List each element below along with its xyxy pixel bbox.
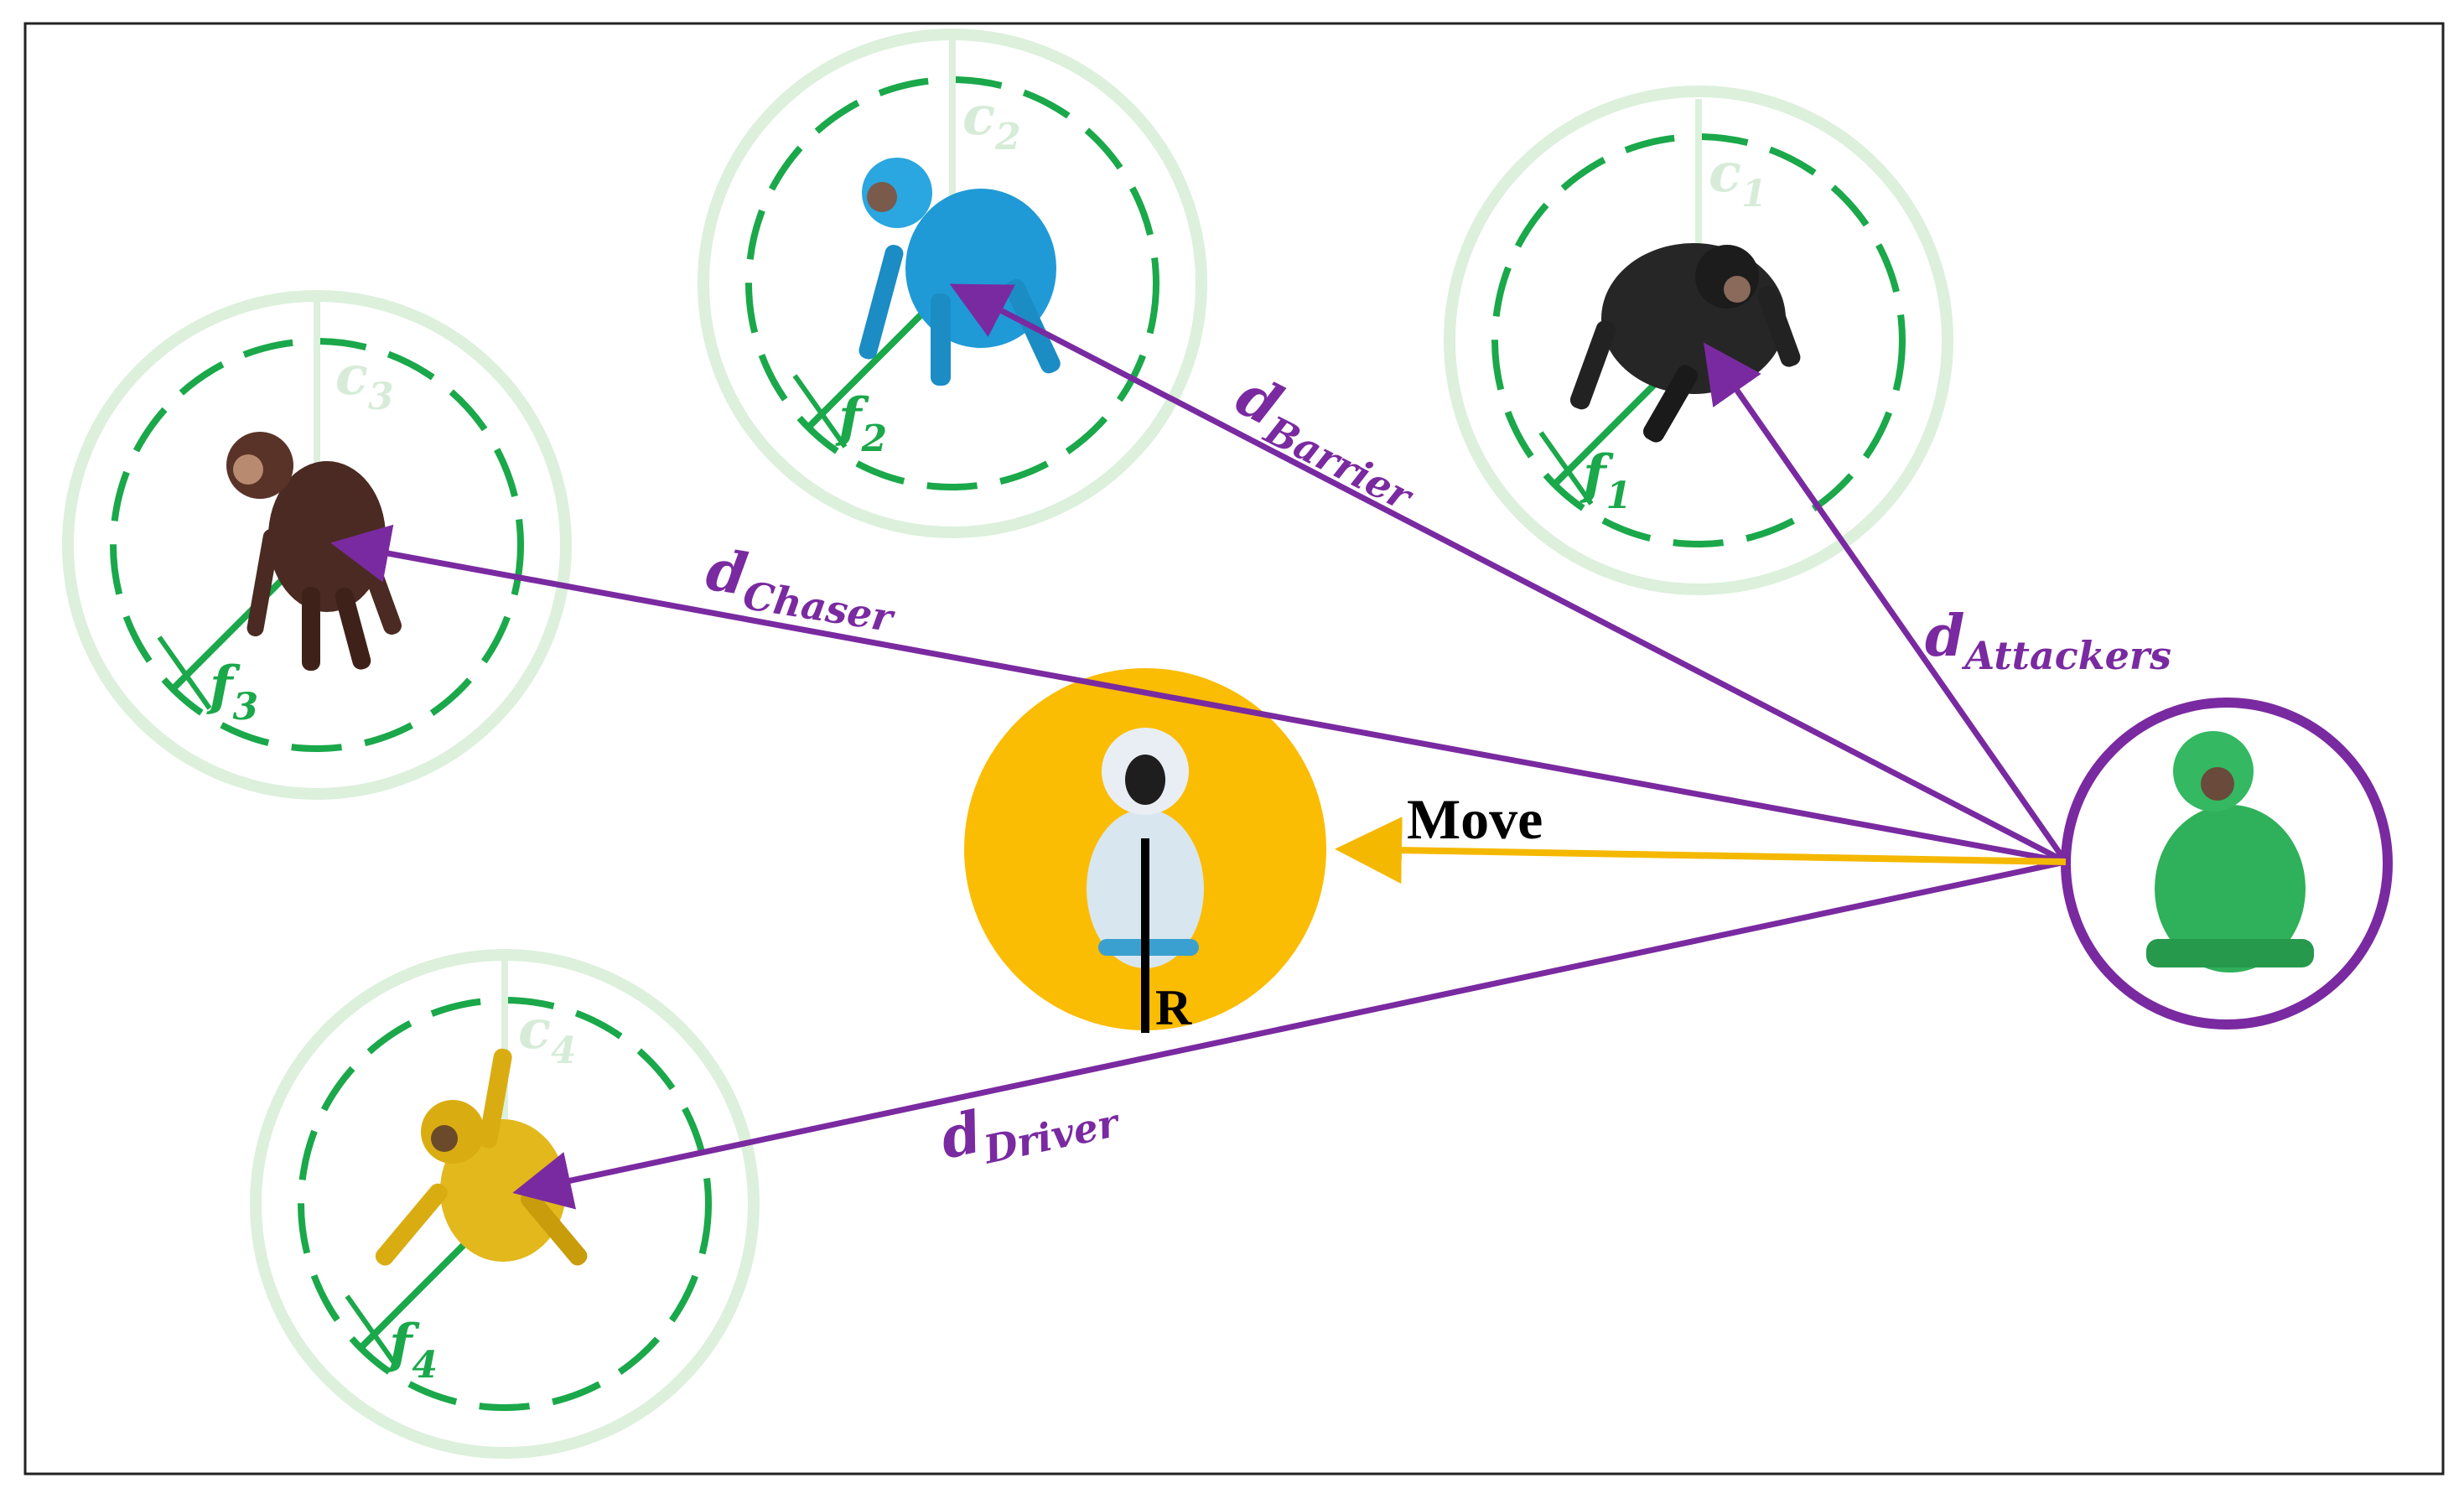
f-bracket-driver (345, 1294, 400, 1369)
f-label-chaser: f3 (206, 655, 258, 729)
radius-label: R (1155, 980, 1192, 1035)
arrow-attackers (1703, 342, 2068, 864)
self-group (2061, 698, 2393, 1030)
chimp-group-driver: c4 f4 (250, 949, 760, 1459)
green-chimp-icon (2146, 731, 2314, 973)
prey-group: R (964, 668, 1326, 1035)
c-label-chaser: c3 (335, 345, 394, 418)
label-move: Move (1407, 787, 1543, 851)
f-bracket-attacker (1538, 431, 1594, 506)
f-bracket-barrier (792, 374, 848, 449)
f-bracket-chaser (157, 635, 212, 710)
label-d-attackers: dAttackers (1925, 603, 2171, 678)
outer-ring-attacker (1444, 86, 1953, 595)
f-label-attacker: f1 (1580, 443, 1631, 517)
f-label-driver: f4 (386, 1313, 438, 1387)
label-d-driver: dDriver (935, 1070, 1125, 1180)
frame-border (23, 22, 2445, 1476)
arrow-chaser (330, 524, 2067, 865)
f-label-barrier: f2 (835, 386, 887, 460)
arrow-barrier (949, 283, 2067, 865)
arrow-driver (512, 858, 2067, 1210)
arrow-move (1335, 817, 2067, 884)
yellow-chimp-icon (375, 1048, 588, 1266)
label-d-chaser: dChaser (701, 537, 904, 641)
black-chimp-icon (1569, 243, 1801, 443)
chimp-group-attacker: c1 f1 (1444, 86, 1953, 595)
chimp-group-chaser: c3 f3 (62, 290, 572, 800)
chimp-group-barrier: c2 f2 (698, 29, 1207, 538)
c-label-attacker: c1 (1709, 142, 1767, 215)
c-label-driver: c4 (518, 998, 577, 1072)
c-label-barrier: c2 (962, 85, 1021, 158)
